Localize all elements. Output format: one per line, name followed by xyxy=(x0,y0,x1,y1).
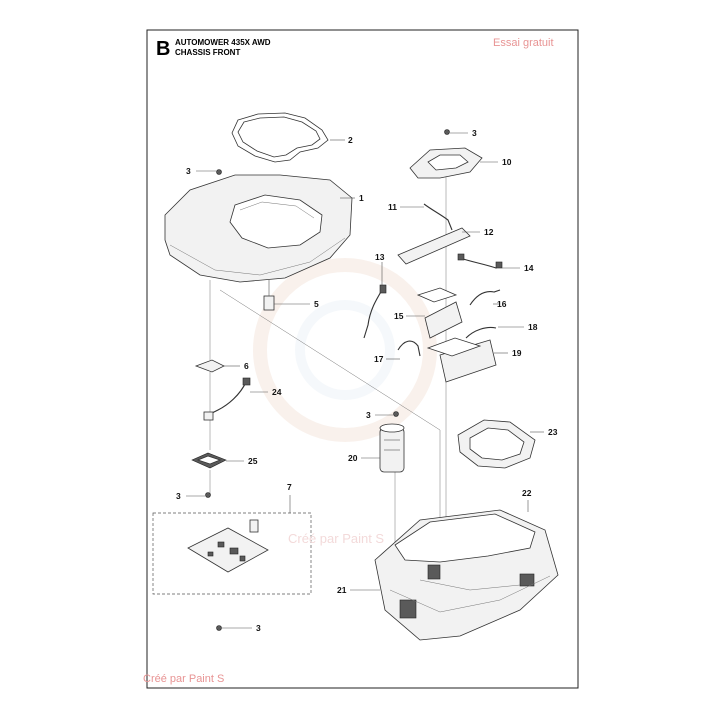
part-7-group-box xyxy=(152,512,312,595)
screw-icon xyxy=(216,625,222,631)
callout-18: 18 xyxy=(528,322,538,332)
callout-2: 2 xyxy=(348,135,353,145)
diagram-border xyxy=(146,29,579,689)
part-17-cable xyxy=(397,340,421,357)
callout-3: 3 xyxy=(472,128,477,138)
callout-12: 12 xyxy=(484,227,494,237)
callout-5: 5 xyxy=(314,299,319,309)
part-21-details xyxy=(389,564,551,619)
screw-icon xyxy=(393,411,399,417)
part-15-board xyxy=(424,301,463,339)
callout-23: 23 xyxy=(548,427,558,437)
screw-icon xyxy=(205,492,211,498)
callout-6: 6 xyxy=(244,361,249,371)
screws xyxy=(205,129,450,631)
part-22-gasket xyxy=(394,513,536,563)
part-7-components xyxy=(207,519,259,562)
leader-lines xyxy=(186,132,544,629)
watermark-bottom-left: Créé par Paint S xyxy=(143,673,224,685)
callout-17: 17 xyxy=(374,354,384,364)
callout-25: 25 xyxy=(248,456,258,466)
part-14-cable xyxy=(459,257,501,269)
screw-icon xyxy=(444,129,450,135)
part-12-board xyxy=(397,227,471,265)
part-7-circuit-board xyxy=(187,527,269,573)
callout-3: 3 xyxy=(176,491,181,501)
callout-15: 15 xyxy=(394,311,404,321)
callout-7: 7 xyxy=(287,482,292,492)
watermark-logo xyxy=(253,258,437,442)
part-2-gasket-inner xyxy=(237,116,321,158)
callout-1: 1 xyxy=(359,193,364,203)
callout-14: 14 xyxy=(524,263,534,273)
callout-24: 24 xyxy=(272,387,282,397)
callouts: 1 2 3 3 3 3 3 5 6 7 10 11 12 13 14 15 16… xyxy=(176,128,558,633)
callout-3: 3 xyxy=(256,623,261,633)
part-24-cable xyxy=(205,381,247,417)
callout-19: 19 xyxy=(512,348,522,358)
screw-icon xyxy=(216,169,222,175)
callout-21: 21 xyxy=(337,585,347,595)
callout-13: 13 xyxy=(375,252,385,262)
watermark-center: Créé par Paint S xyxy=(288,531,384,546)
diagram-subtitle: CHASSIS FRONT xyxy=(175,48,240,57)
part-16-cable xyxy=(469,289,501,306)
callout-20: 20 xyxy=(348,453,358,463)
callout-3: 3 xyxy=(186,166,191,176)
part-18-cable xyxy=(465,326,497,339)
part-11-connector xyxy=(423,203,453,231)
callout-22: 22 xyxy=(522,488,532,498)
callout-16: 16 xyxy=(497,299,507,309)
diagram-title: AUTOMOWER 435X AWD xyxy=(175,38,271,47)
section-letter: B xyxy=(156,38,170,60)
part-5-sensor xyxy=(263,280,275,311)
callout-10: 10 xyxy=(502,157,512,167)
part-20-sensor xyxy=(379,423,405,473)
watermark-top-right: Essai gratuit xyxy=(493,37,554,49)
callout-3: 3 xyxy=(366,410,371,420)
callout-11: 11 xyxy=(388,202,397,212)
part-6-bracket xyxy=(194,359,225,373)
